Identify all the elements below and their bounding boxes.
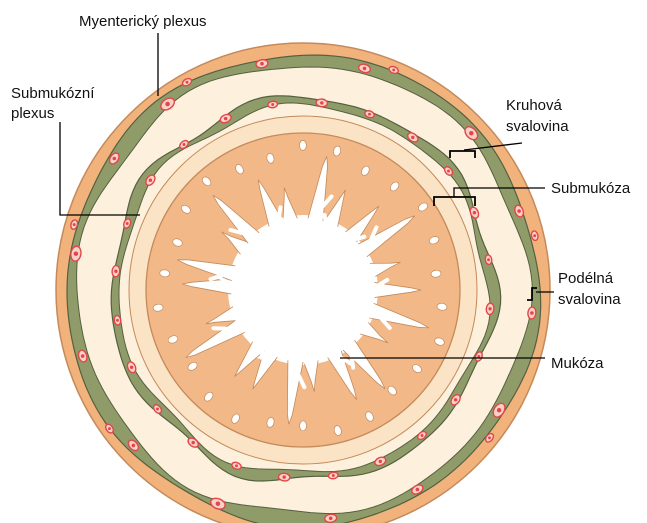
mucosal-gland xyxy=(299,140,306,150)
mucosal-gland xyxy=(300,421,307,431)
ganglion-nucleus xyxy=(126,222,129,225)
ganglion-nucleus xyxy=(533,234,536,237)
ganglion-nucleus xyxy=(116,319,119,322)
ganglion-nucleus xyxy=(411,136,414,139)
ganglion-nucleus xyxy=(113,157,117,161)
longitudinal-muscle-label-line2: svalovina xyxy=(558,291,621,308)
ganglion-nucleus xyxy=(379,460,382,463)
mucosa-label: Mukóza xyxy=(551,355,604,372)
ganglion-nucleus xyxy=(530,311,534,315)
ganglion-nucleus xyxy=(320,101,323,104)
ganglion-nucleus xyxy=(282,475,285,478)
myenteric-plexus-label: Myenterický plexus xyxy=(79,13,207,30)
ganglion-nucleus xyxy=(235,464,238,467)
ganglion-nucleus xyxy=(73,223,76,226)
ganglion-nucleus xyxy=(186,81,189,84)
ganglion-nucleus xyxy=(416,488,420,492)
ganglion-nucleus xyxy=(421,434,424,437)
longitudinal-muscle-label-line1: Podélná xyxy=(558,270,614,287)
ganglion-nucleus xyxy=(183,143,186,146)
ganglion-nucleus xyxy=(132,444,136,448)
ganglion-nucleus xyxy=(216,501,221,506)
ganglion-nucleus xyxy=(488,307,491,310)
ganglion-nucleus xyxy=(363,67,367,71)
ganglion-nucleus xyxy=(497,408,502,413)
ganglion-nucleus xyxy=(392,68,395,71)
submucosa-label: Submukóza xyxy=(551,180,631,197)
ganglion-nucleus xyxy=(165,102,170,107)
ganglion-nucleus xyxy=(191,441,194,444)
ganglion-nucleus xyxy=(488,436,491,439)
submucosal-plexus-label-line2: plexus xyxy=(11,105,54,122)
ganglion-nucleus xyxy=(332,474,335,477)
ganglion-nucleus xyxy=(130,366,133,369)
ganglion-nucleus xyxy=(114,269,117,272)
ganglion-nucleus xyxy=(156,408,159,411)
ganglion-nucleus xyxy=(74,251,79,256)
ganglion-nucleus xyxy=(517,209,521,213)
ganglion-nucleus xyxy=(469,131,474,136)
ganglion-nucleus xyxy=(473,211,476,214)
lumen-center xyxy=(231,218,375,362)
circular-muscle-label-line2: svalovina xyxy=(506,118,569,135)
mucosal-fold-branch xyxy=(213,328,235,329)
ganglion-nucleus xyxy=(271,103,274,106)
ganglion-nucleus xyxy=(447,170,450,173)
submucosal-plexus-label-line1: Submukózní xyxy=(11,85,95,102)
ganglion-nucleus xyxy=(224,117,227,120)
ganglion-nucleus xyxy=(487,258,490,261)
circular-muscle-label-line1: Kruhová xyxy=(506,97,563,114)
ganglion-nucleus xyxy=(454,398,457,401)
ganglion-nucleus xyxy=(368,113,371,116)
ganglion-nucleus xyxy=(108,427,111,430)
ganglion-nucleus xyxy=(329,517,333,521)
ganglion-nucleus xyxy=(81,354,85,358)
ganglion-nucleus xyxy=(149,178,152,181)
ganglion-nucleus xyxy=(260,62,264,66)
